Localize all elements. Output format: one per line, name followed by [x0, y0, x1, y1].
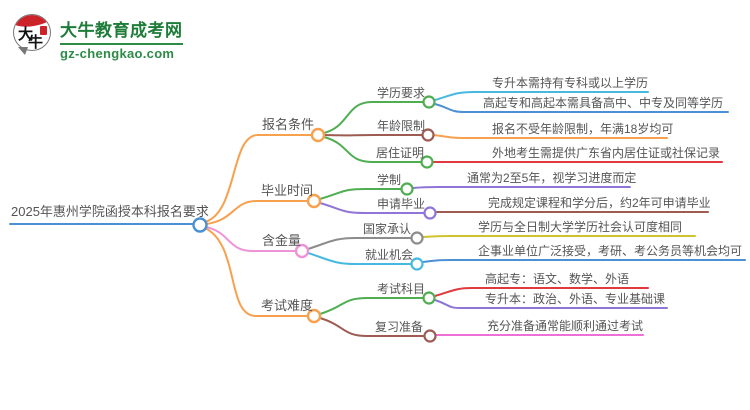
logo-icon: 大 牛	[13, 13, 53, 55]
node-nianling-xianzhi[interactable]: 年龄限制	[377, 119, 426, 133]
handle-jiuye[interactable]	[410, 257, 424, 271]
logo-title: 大牛教育成考网	[60, 21, 183, 40]
node-guojia-chengren[interactable]: 国家承认	[363, 222, 412, 236]
node-branch-baoming[interactable]: 报名条件	[262, 117, 315, 132]
edge-baoming-to-juzhu	[323, 136, 422, 163]
handle-baoming[interactable]	[310, 127, 326, 143]
handle-juzhu[interactable]	[420, 155, 434, 169]
node-xueli-yaoqiu[interactable]: 学历要求	[377, 86, 426, 100]
edge-leaf-xueli-2	[434, 103, 729, 113]
handle-xuezhi[interactable]	[400, 182, 414, 196]
edge-leaf-xueli-1	[434, 91, 649, 101]
node-leaf-shenqing[interactable]: 完成规定课程和学分后，约2年可申请毕业	[488, 196, 711, 210]
node-fuxi-zhunbei[interactable]: 复习准备	[375, 320, 424, 334]
edge-root-to-hanjinliang	[205, 226, 297, 252]
handle-biye[interactable]	[306, 193, 322, 209]
logo-url: gz-chengkao.com	[60, 43, 183, 61]
edge-biye-to-shenqing	[319, 202, 425, 214]
edge-leaf-jiuye	[422, 259, 746, 263]
logo-seal-icon	[40, 26, 47, 35]
edge-leaf-kemu-1	[434, 287, 649, 297]
edge-root-to-kaoshi	[204, 227, 309, 317]
logo-char-top: 大	[18, 27, 34, 43]
handle-kaoshi[interactable]	[306, 308, 322, 324]
node-root[interactable]: 2025年惠州学院函授本科报名要求	[11, 204, 209, 219]
handle-hanjinliang[interactable]	[294, 243, 310, 259]
edge-leaf-nianling	[433, 134, 668, 139]
handle-kemu[interactable]	[422, 291, 436, 305]
edge-kaoshi-to-fuxi	[319, 317, 425, 337]
handle-nianling[interactable]	[421, 128, 435, 142]
node-shenqing-biye[interactable]: 申请毕业	[377, 197, 426, 211]
node-leaf-juzhu[interactable]: 外地考生需提供广东省内居住证或社保记录	[492, 146, 721, 160]
edge-leaf-kemu-2	[434, 299, 668, 309]
node-branch-biye[interactable]: 毕业时间	[261, 183, 314, 198]
edge-root-to-biye	[205, 200, 309, 225]
logo-bubble: 大 牛	[13, 14, 51, 51]
handle-xueli[interactable]	[422, 95, 436, 109]
edge-hanjinliang-to-guojia	[307, 237, 412, 250]
edge-hanjinliang-to-jiuye	[307, 252, 412, 265]
node-leaf-guojia[interactable]: 学历与全日制大学学历社会认可度相同	[478, 220, 683, 234]
edge-root-to-baoming	[204, 134, 313, 223]
node-jiuye-jihui[interactable]: 就业机会	[365, 248, 414, 262]
node-juzhu-zhengming[interactable]: 居住证明	[376, 146, 425, 160]
node-kaoshi-kemu[interactable]: 考试科目	[377, 282, 426, 296]
node-xuezhi[interactable]: 学制	[377, 173, 402, 187]
handle-fuxi[interactable]	[423, 329, 437, 343]
site-logo[interactable]: 大 牛 大牛教育成考网 gz-chengkao.com	[13, 13, 183, 61]
logo-char-bottom: 牛	[28, 35, 44, 51]
handle-guojia[interactable]	[410, 231, 424, 245]
edge-biye-to-xuezhi	[319, 188, 402, 200]
edge-kaoshi-to-kemu	[319, 297, 424, 315]
node-leaf-nianling[interactable]: 报名不受年龄限制，年满18岁均可	[492, 122, 674, 136]
node-leaf-xueli-1[interactable]: 专升本需持有专科或以上学历	[492, 76, 649, 90]
node-leaf-kemu-1[interactable]: 高起专：语文、数学、外语	[485, 272, 630, 286]
edge-leaf-guojia	[422, 235, 696, 238]
node-leaf-fuxi[interactable]: 充分准备通常能顺利通过考试	[487, 319, 644, 333]
logo-bubble-tail	[18, 47, 28, 55]
handle-shenqing[interactable]	[423, 206, 437, 220]
node-branch-kaoshi[interactable]: 考试难度	[261, 298, 314, 313]
edge-leaf-xuezhi	[412, 186, 631, 189]
edge-baoming-to-xueli	[323, 101, 424, 134]
logo-text: 大牛教育成考网 gz-chengkao.com	[60, 13, 183, 61]
node-leaf-jiuye[interactable]: 企事业单位广泛接受，考研、考公务员等机会均可	[478, 244, 743, 258]
node-leaf-xuezhi[interactable]: 通常为2至5年，视学习进度而定	[467, 171, 637, 185]
node-leaf-xueli-2[interactable]: 高起专和高起本需具备高中、中专及同等学历	[483, 96, 724, 110]
node-branch-hanjinliang[interactable]: 含金量	[262, 233, 302, 248]
node-leaf-kemu-2[interactable]: 专升本：政治、外语、专业基础课	[485, 292, 666, 306]
handle-root[interactable]	[192, 217, 208, 233]
